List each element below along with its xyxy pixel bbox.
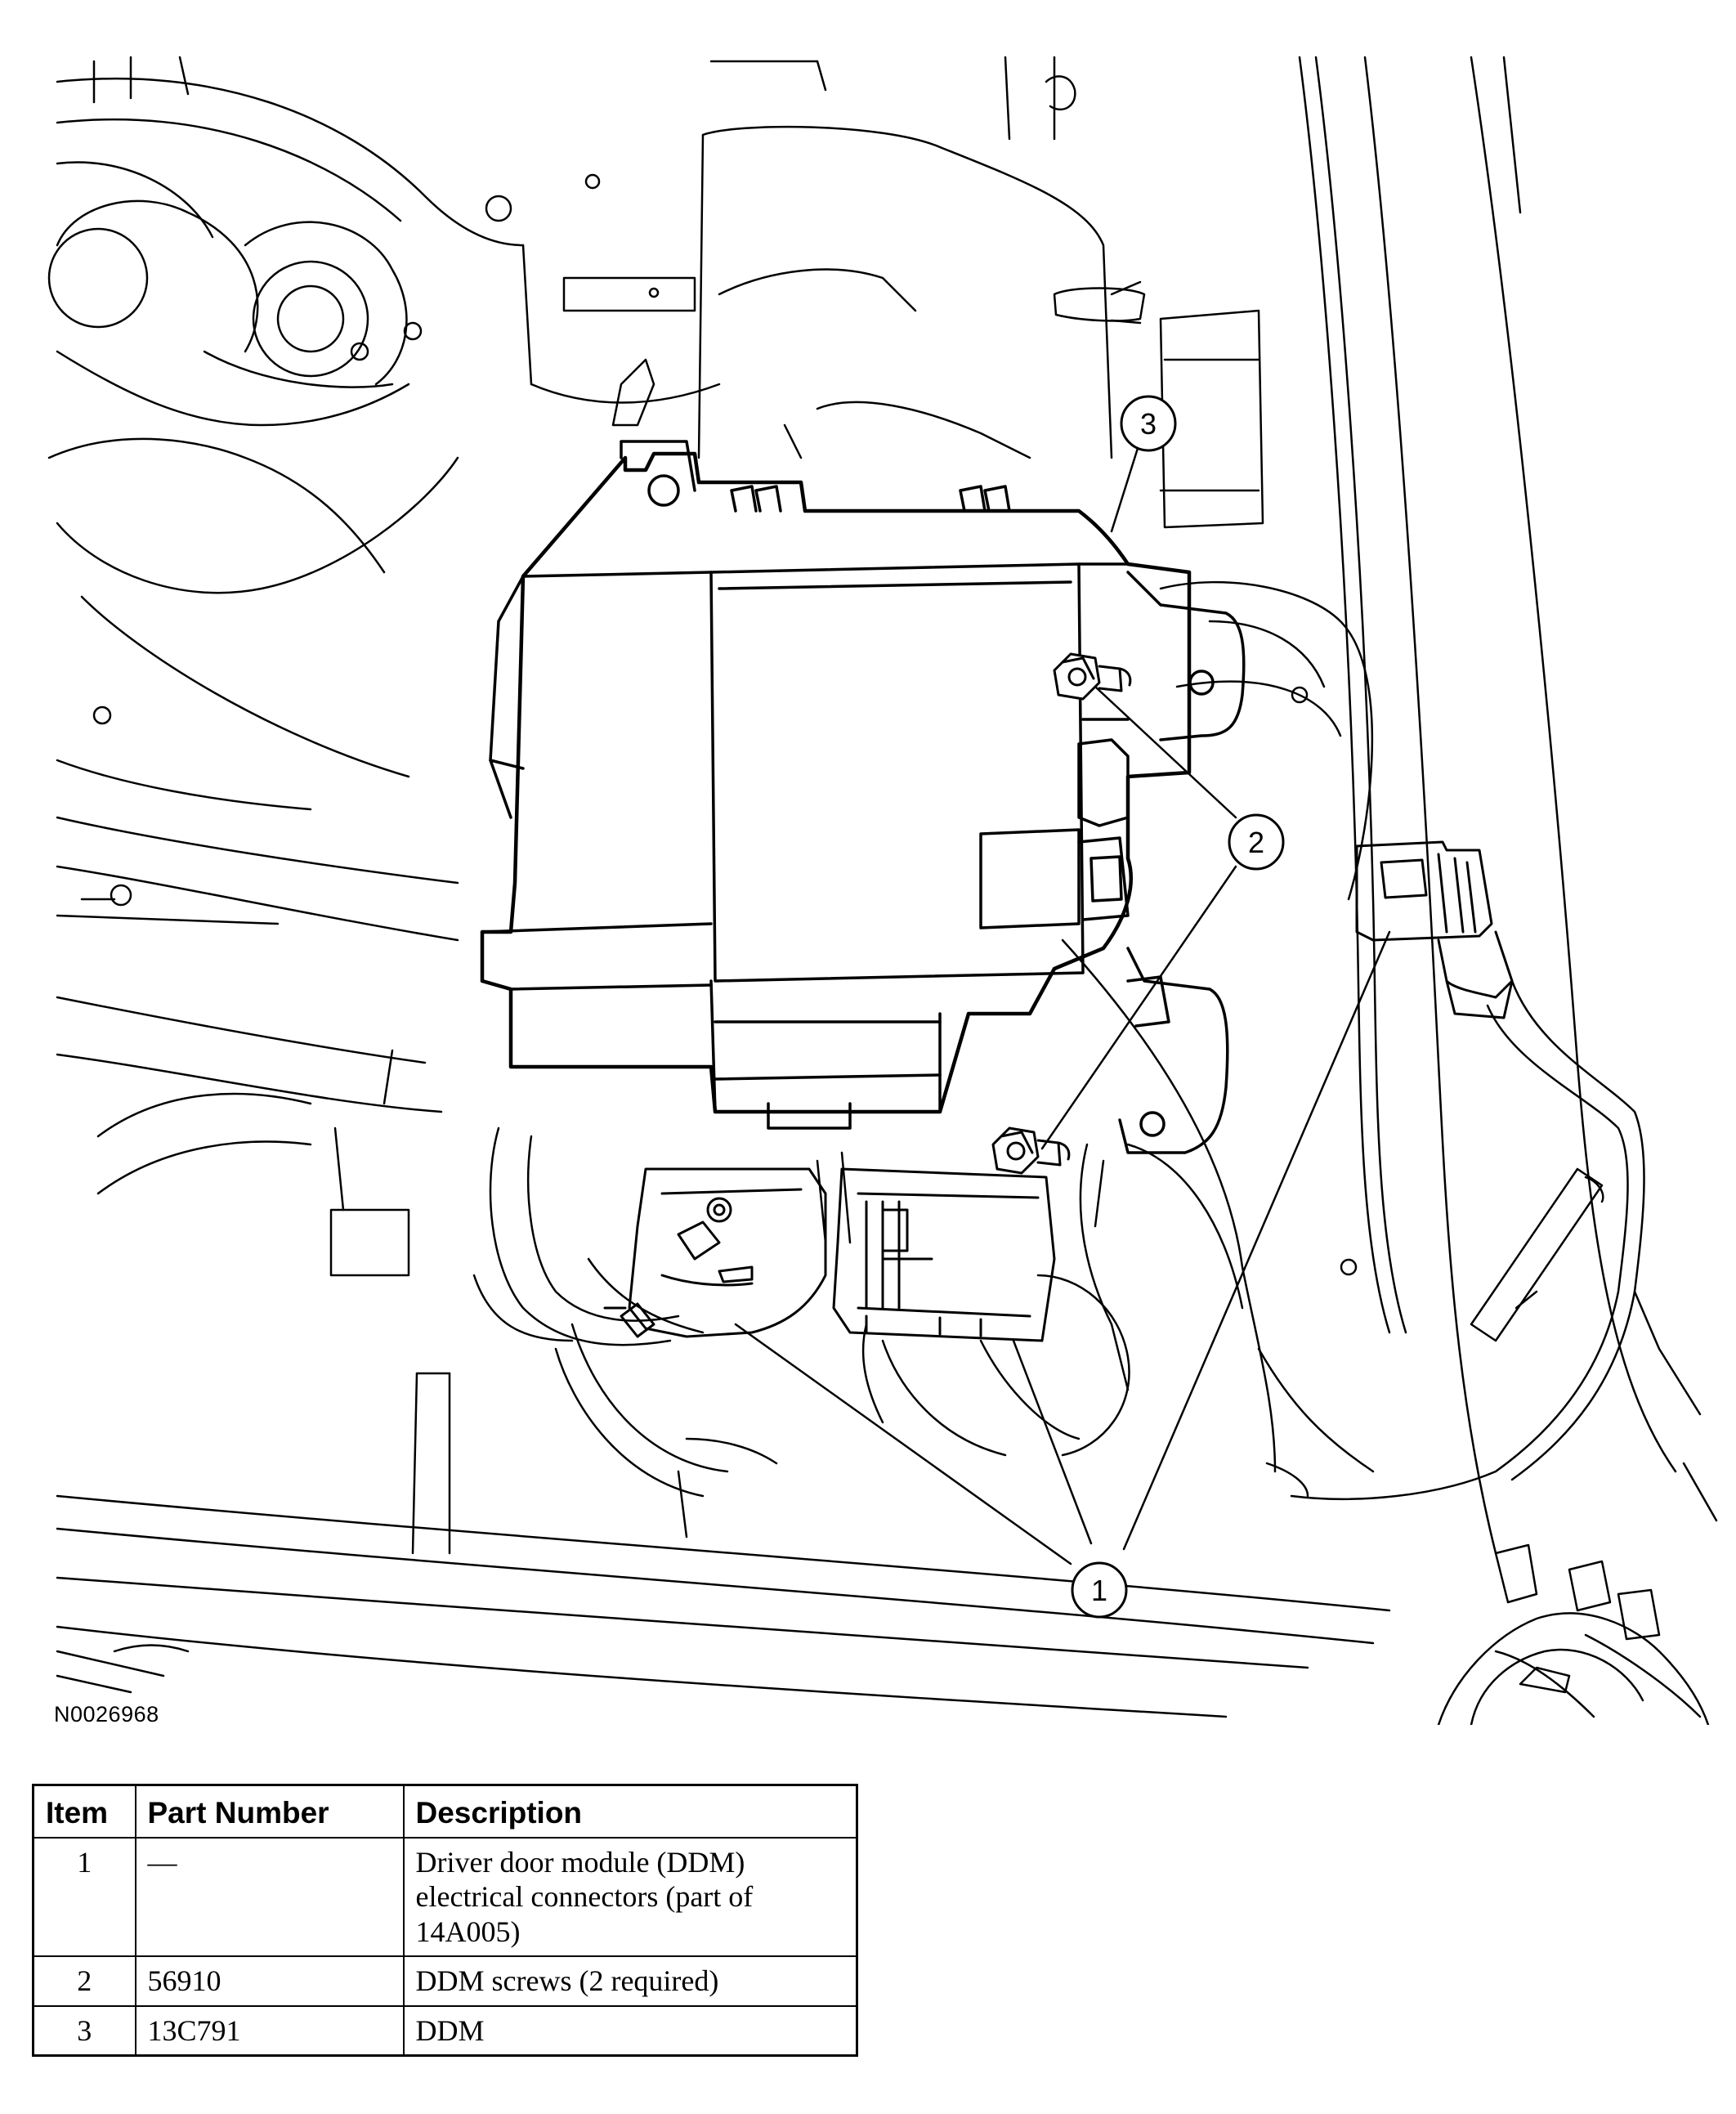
leader-lines — [734, 441, 1391, 1565]
callout-2-label: 2 — [1248, 826, 1264, 859]
door-module-diagram: 3 2 1 — [47, 56, 1718, 1725]
column-header-part-number: Part Number — [134, 1784, 405, 1839]
ddm-connector-left — [603, 1167, 827, 1338]
door-inner-panel-linework — [47, 56, 1718, 1725]
parts-table: Item Part Number Description 1 — Driver … — [32, 1784, 858, 2058]
driver-door-module — [480, 440, 1246, 1154]
callout-1-label: 1 — [1091, 1574, 1107, 1607]
ddm-connector-right — [1355, 840, 1514, 1019]
description-cell: DDM — [402, 2004, 858, 2057]
part-number-cell: — — [134, 1836, 405, 1958]
item-cell: 1 — [32, 1836, 136, 1958]
leader-line-2b — [1040, 865, 1237, 1150]
ddm-screw-upper — [1053, 652, 1132, 701]
leader-line-2a — [1094, 685, 1237, 819]
figure-id: N0026968 — [54, 1702, 159, 1727]
description-cell: DDM screws (2 required) — [402, 1955, 858, 2007]
leader-line-1b — [1012, 1339, 1093, 1545]
callout-2-circle: 2 — [1228, 813, 1285, 871]
callout-3-circle: 3 — [1120, 395, 1177, 452]
leader-line-1c — [1122, 930, 1391, 1551]
ddm-connector-middle — [832, 1167, 1056, 1342]
item-cell: 3 — [32, 2004, 136, 2057]
callout-3-label: 3 — [1140, 407, 1157, 441]
column-header-item: Item — [32, 1784, 136, 1839]
part-number-cell: 13C791 — [134, 2004, 405, 2057]
leader-line-1a — [734, 1323, 1072, 1565]
table-row: 3 13C791 DDM — [32, 2004, 858, 2057]
leader-line-3 — [1110, 441, 1141, 533]
table-row: 1 — Driver door module (DDM) electrical … — [32, 1836, 858, 1958]
table-header-row: Item Part Number Description — [32, 1784, 858, 1839]
ddm-screw-lower — [991, 1126, 1071, 1175]
table-row: 2 56910 DDM screws (2 required) — [32, 1955, 858, 2007]
description-cell: Driver door module (DDM) electrical conn… — [402, 1836, 858, 1958]
part-number-cell: 56910 — [134, 1955, 405, 2007]
column-header-description: Description — [402, 1784, 858, 1839]
callout-1-circle: 1 — [1071, 1561, 1128, 1619]
item-cell: 2 — [32, 1955, 136, 2007]
